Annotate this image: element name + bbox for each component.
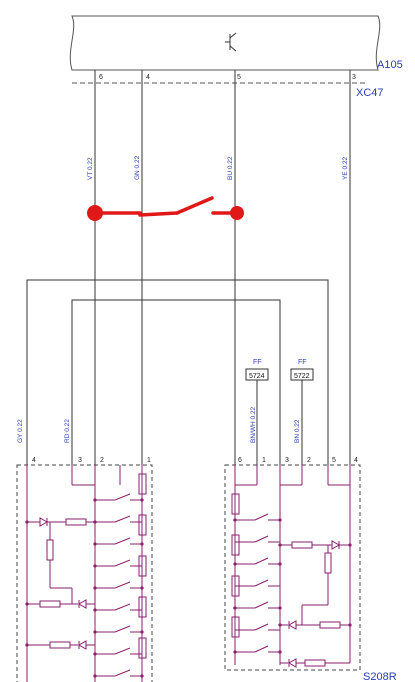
left-pin-2: 2 [100, 457, 104, 464]
right-pin-1: 1 [262, 457, 266, 464]
splice-number: 5724 [249, 373, 265, 380]
splice-type: FF [298, 359, 307, 366]
wire-label-vt: VT 0.22 [87, 157, 94, 180]
splice-5724: FF 5724 [245, 359, 269, 465]
wire-label-bu: BU 0.22 [227, 156, 234, 180]
top-pin-6: 6 [99, 74, 103, 81]
wires-top [94, 70, 351, 485]
right-pin-5: 5 [332, 457, 336, 464]
right-pin-2: 2 [307, 457, 311, 464]
splice-5722: FF 5722 [290, 359, 314, 465]
left-pin-3: 3 [78, 457, 82, 464]
routing-wires [26, 279, 329, 485]
connector-name: XC47 [356, 87, 384, 99]
right-pin-6: 6 [238, 457, 242, 464]
module-a105: A105 XC47 6 4 5 3 [69, 15, 403, 99]
splice-type: FF [253, 359, 262, 366]
wire-label-bn: BN 0.22 [294, 419, 301, 443]
top-pin-4: 4 [146, 74, 150, 81]
top-pin-5: 5 [237, 74, 241, 81]
wire-label-rd: RD 0.22 [64, 419, 71, 443]
wire-label-bnwh: BN/WH 0.22 [250, 406, 257, 443]
splice-number: 5722 [294, 373, 310, 380]
red-switch-markup-icon [87, 196, 244, 221]
transistor-symbol-icon [225, 32, 237, 52]
module-name: A105 [377, 59, 403, 71]
right-switch-assembly: S208R 6 1 3 2 5 4 [224, 457, 397, 682]
wire-label-ye: YE 0.22 [342, 156, 349, 180]
right-pin-3: 3 [285, 457, 289, 464]
right-pin-4: 4 [354, 457, 358, 464]
left-pin-1: 1 [147, 457, 151, 464]
right-switch-name: S208R [363, 671, 397, 682]
left-switch-assembly: 4 3 2 1 [16, 457, 153, 682]
wire-label-gn: GN 0.22 [134, 155, 141, 180]
left-pin-4: 4 [32, 457, 36, 464]
top-pin-3: 3 [352, 74, 356, 81]
wire-label-gy: GY 0.22 [17, 419, 24, 443]
